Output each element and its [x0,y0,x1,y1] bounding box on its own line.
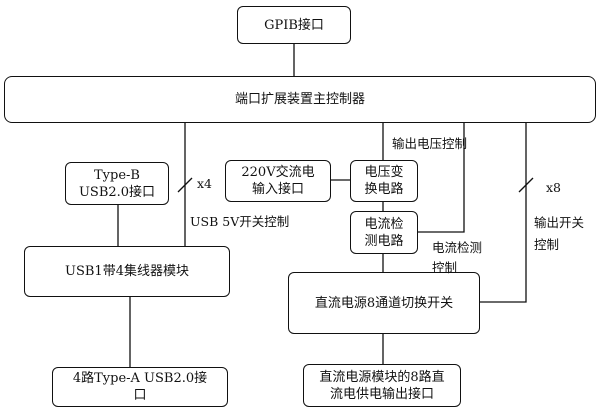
usb-hub-box: USB1带4集线器模块 [24,246,230,297]
label-output-voltage-control: 输出电压控制 [392,136,468,151]
main-controller-box: 端口扩展装置主控制器 [4,76,596,123]
wire-current-ctrl [418,123,465,233]
label-usb-5v-control: USB 5V开关控制 [190,214,290,229]
voltage-converter-box: 电压变 换电路 [350,160,418,202]
ac-input-box: 220V交流电 输入接口 [225,160,331,202]
bus-slash-x4 [177,177,193,193]
typea-ports-box: 4路Type-A USB2.0接 口 [52,367,228,407]
current-detect-box: 电流检 测电路 [350,211,418,254]
dc-output-box: 直流电源模块的8路直 流电供电输出接口 [303,364,461,407]
bus-slash-x8 [518,177,534,193]
label-output-switch-control: 输出开关 控制 [534,215,585,252]
label-current-detect-control: 电流检测 控制 [432,240,483,275]
typeb-usb-box: Type-B USB2.0接口 [65,162,169,205]
wire-switch-ctrl [480,123,527,303]
label-x4: x4 [197,176,213,191]
gpib-interface-box: GPIB接口 [237,6,351,44]
label-x8: x8 [546,180,562,195]
dc-switch-box: 直流电源8通道切换开关 [288,272,480,334]
